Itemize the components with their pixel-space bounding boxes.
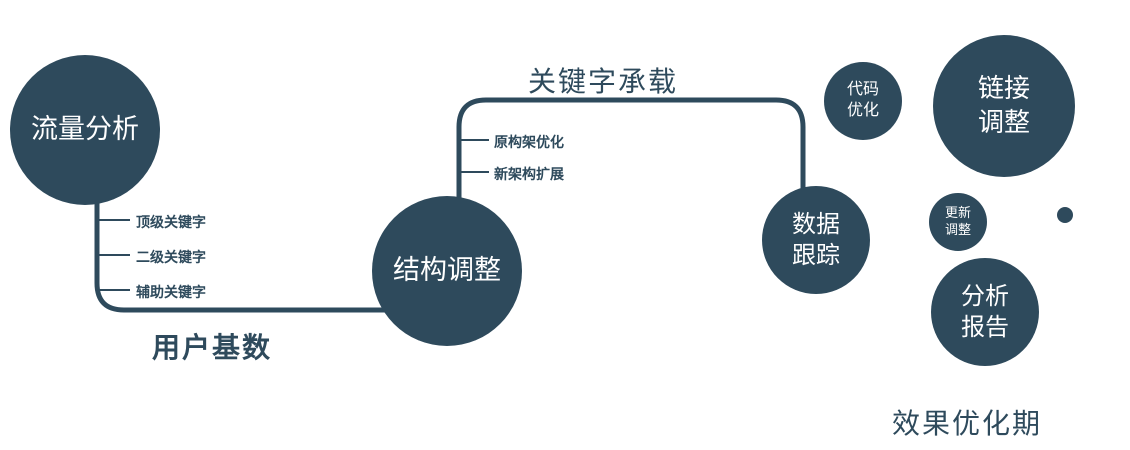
bullet-dot: [1057, 207, 1073, 223]
node-data-tracking: 数据 跟踪: [762, 186, 870, 294]
edge-label-user-base: 用户基数: [152, 332, 273, 363]
connector-structure-to-data: [456, 97, 806, 205]
node-analysis-report: 分析 报告: [931, 258, 1039, 366]
node-traffic-analysis: 流量分析: [10, 55, 160, 205]
node-structure-adjustment: 结构调整: [372, 196, 522, 346]
caption-effect-optimization: 效果优化期: [892, 408, 1043, 439]
node-link-adjustment: 链接 调整: [933, 35, 1075, 177]
node-code-optimization: 代码 优化: [824, 62, 902, 140]
branch-label-orig-arch: 原构架优化: [494, 134, 564, 150]
branch-label-new-arch: 新架构扩展: [494, 166, 564, 182]
node-update-adjustment: 更新 调整: [929, 193, 987, 251]
branch-label-top-keywords: 顶级关键字: [136, 214, 206, 230]
branch-label-second-keywords: 二级关键字: [136, 249, 206, 265]
edge-label-keyword-carry: 关键字承载: [528, 66, 679, 97]
branch-label-aux-keywords: 辅助关键字: [136, 284, 206, 300]
connector-traffic-to-structure: [94, 185, 392, 313]
